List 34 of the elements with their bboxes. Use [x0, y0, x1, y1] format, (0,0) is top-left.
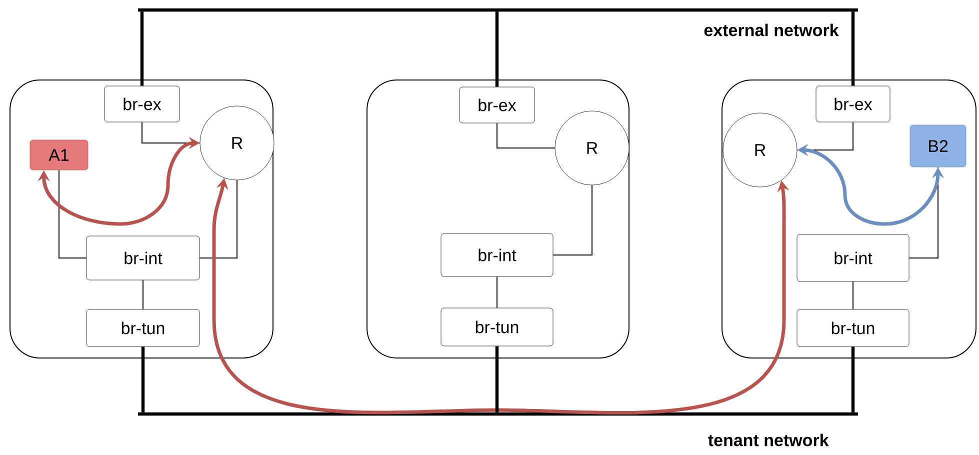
host-box [10, 80, 274, 358]
bridge-box: br-int [440, 233, 554, 277]
bridge-box: br-int [86, 236, 200, 280]
connector-line [496, 122, 556, 148]
connector-line [141, 346, 145, 412]
bridge-box: br-ex [459, 86, 535, 124]
connector-line [851, 346, 855, 412]
connector-line [142, 280, 144, 310]
connector-line [142, 122, 200, 144]
network-label: external network [704, 24, 839, 36]
bridge-box: br-int [796, 234, 910, 282]
connector-line [495, 12, 499, 87]
connector-line [199, 180, 238, 258]
connector-line [552, 184, 592, 256]
vm-box: B2 [910, 124, 966, 168]
connector-line [796, 122, 854, 150]
connector-line [495, 346, 499, 412]
bridge-box: br-ex [104, 86, 180, 122]
connector-line [908, 166, 939, 258]
connector-line [852, 281, 854, 310]
connector-line [851, 12, 855, 86]
bridge-box: br-tun [440, 308, 554, 346]
network-label: tenant network [708, 434, 829, 446]
bridge-box: br-tun [796, 309, 910, 347]
host-box [722, 80, 977, 358]
network-bus [138, 8, 858, 12]
host-box [366, 80, 630, 358]
connector-line [58, 170, 87, 258]
bridge-box: br-ex [816, 86, 890, 122]
connector-line [496, 276, 498, 308]
bridge-box: br-tun [86, 309, 200, 347]
network-bus [138, 412, 858, 416]
vm-box: A1 [30, 140, 88, 170]
connector-line [140, 12, 144, 86]
